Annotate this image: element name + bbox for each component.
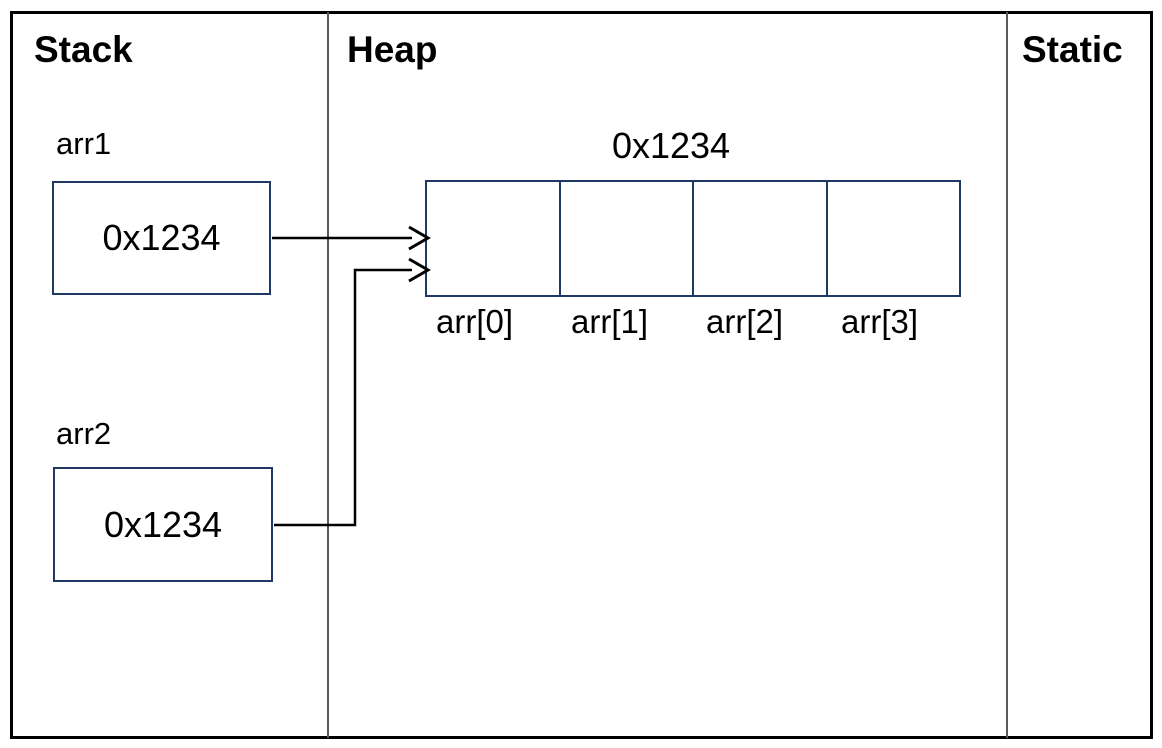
heap-array-cell-3 [825,182,960,295]
diagram-outer-border [10,11,1153,739]
stack-panel-title: Stack [34,29,133,70]
heap-array-cell-label-2: arr[2] [705,303,784,340]
heap-array-cell-label-1: arr[1] [570,303,649,340]
stack-variable-arr2-name: arr2 [56,416,112,451]
stack-variable-arr2-value: 0x1234 [103,503,223,545]
heap-array-cell-label-0: arr[0] [435,303,514,340]
heap-array [425,180,961,297]
heap-array-cell-label-3: arr[3] [840,303,919,340]
static-panel-title: Static [1022,29,1123,70]
heap-array-cell-labels: arr[0] arr[1] arr[2] arr[3] [407,303,947,341]
heap-array-address-label: 0x1234 [611,125,731,166]
heap-array-cell-1 [558,182,693,295]
stack-variable-arr1-box: 0x1234 [52,181,271,295]
stack-variable-arr1-value: 0x1234 [102,217,221,258]
heap-static-divider [1006,12,1008,738]
stack-variable-arr2-box: 0x1234 [53,467,273,582]
heap-array-cell-0 [427,182,559,295]
stack-variable-arr1-name: arr1 [56,126,112,161]
stack-heap-divider [327,12,329,738]
heap-array-cell-2 [692,182,826,295]
heap-panel-title: Heap [347,29,438,70]
